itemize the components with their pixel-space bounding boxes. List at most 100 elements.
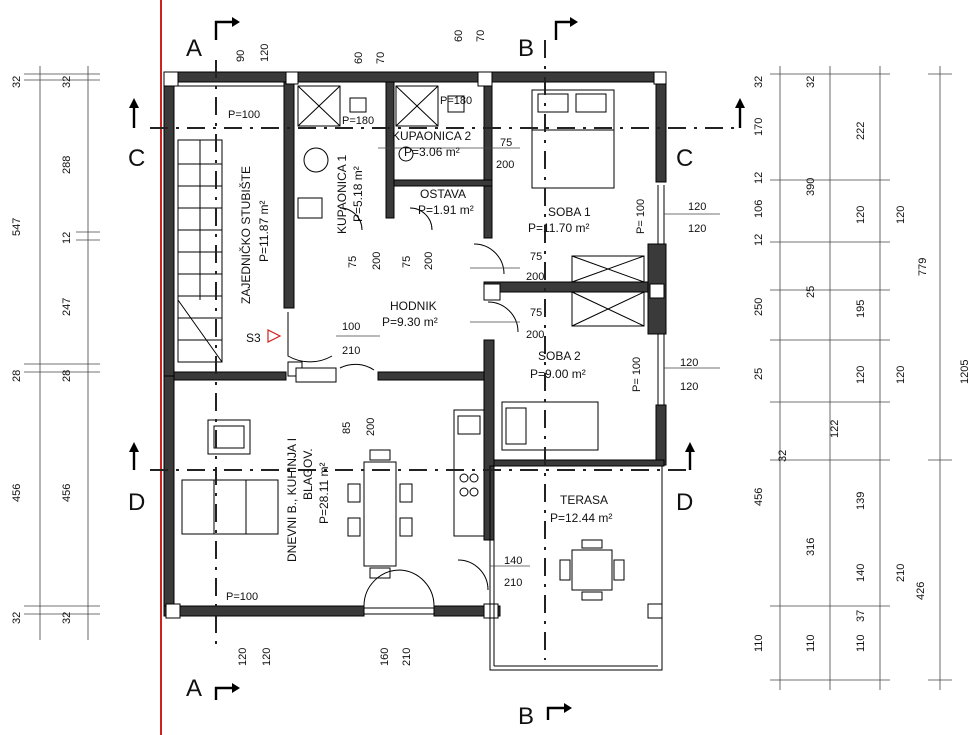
right-col1-dim-2: 170 [753,118,765,136]
terrace-table [559,539,625,601]
bath2-room-area: P=3.06 m² [404,145,460,159]
right-col3-dim-4: 120 [855,366,867,384]
section-d-left-label: D [128,489,145,516]
living-room-area: P=28.11 m² [317,463,331,524]
living-furniture [181,419,279,535]
bed1-win-120a: 120 [688,201,706,213]
bottom-open-210: 210 [401,648,413,666]
right-col1-dim-1: 32 [753,76,765,88]
living-door-200: 200 [365,418,377,436]
bed2-door-75: 75 [530,307,542,319]
left-outer-dim-5: 32 [11,612,23,624]
section-lines [150,40,736,660]
left-outer-dim-3: 28 [11,370,23,382]
staircase [177,139,223,363]
parapet-bottom-left: P=100 [226,591,258,603]
bath1-door-75: 75 [347,256,359,268]
parapet-bath1: P=180 [342,115,374,127]
stair-room-area: P=11.87 m² [257,201,271,262]
stair-door-100: 100 [342,321,360,333]
right-col3-dim-3: 195 [855,300,867,318]
living-door-85: 85 [341,422,353,434]
bath1-door-200: 200 [371,252,383,270]
bath1-room-name: KUPAONICA 1 [335,155,349,234]
section-a-bottom-label: A [186,675,202,702]
left-inner-dim-5: 28 [61,370,73,382]
open-top-60b: 60 [453,30,465,42]
bathroom-fixtures [297,85,465,219]
storage-room-name: OSTAVA [420,187,466,201]
hall-room-name: HODNIK [390,299,437,313]
open-top-90: 90 [235,50,247,62]
s3-triangle-icon [267,329,282,343]
bedroom2-bed [501,401,599,451]
stair-room-name: ZAJEDNIČKO STUBIŠTE [238,166,253,304]
stair-door-210: 210 [342,345,360,357]
section-a-top-label: A [186,35,202,62]
right-col3-dim-2: 120 [855,206,867,224]
right-col2-dim-1: 32 [805,76,817,88]
right-col1-dim-7: 25 [753,368,765,380]
open-top-120: 120 [259,44,271,62]
right-col4-dim-4: 426 [915,582,927,600]
right-col1-dim-10: 456 [753,488,765,506]
right-col3-dim-7: 37 [855,610,867,622]
windows [174,85,665,615]
hall-room-area: P=9.30 m² [382,315,438,329]
section-d-right-label: D [676,489,693,516]
right-col2-dim-2: 390 [805,178,817,196]
open-top-70a: 70 [375,52,387,64]
bed2-win-120b: 120 [680,381,698,393]
left-inner-dim-2: 288 [61,156,73,174]
bed1-win-120b: 120 [688,223,706,235]
living-room-name-line1: DNEVNI B., KUHINJA I [285,438,299,562]
parapet-bedroom2: P= 100 [631,357,643,392]
dining-table [347,449,413,579]
dimension-lines [24,66,952,690]
storage-room-area: P=1.91 m² [418,203,474,217]
left-outer-dim-2: 547 [11,218,23,236]
bedroom1-room-name: SOBA 1 [548,205,591,219]
terrace-outline [489,465,663,671]
section-b-bottom-label: B [518,703,534,730]
left-inner-dim-6: 456 [61,484,73,502]
bath2-door-75: 75 [500,137,512,149]
section-b-top-label: B [518,35,534,62]
right-col4-dim-1: 120 [895,206,907,224]
right-col4-dim-2: 120 [895,366,907,384]
parapet-top-left: P=100 [228,109,260,121]
door-swings [287,207,519,607]
parapet-bath2: P=180 [440,95,472,107]
terrace-room-area: P=12.44 m² [550,511,612,525]
bedroom2-room-name: SOBA 2 [538,349,581,363]
right-col2-dim-6: 110 [805,634,817,652]
left-inner-dim-4: 247 [61,298,73,316]
right-col5-dim-1: 779 [917,258,929,276]
right-col1-dim-11: 110 [753,634,765,652]
section-markers [129,17,745,720]
right-col1-dim-9: 32 [777,450,789,462]
storage-door-75: 75 [401,256,413,268]
bed1-door-75: 75 [530,251,542,263]
bottom-open-120a: 120 [237,648,249,666]
bath2-door-200: 200 [496,159,514,171]
left-outer-dim-4: 456 [11,484,23,502]
bedroom1-room-area: P=11.70 m² [528,221,589,235]
section-c-left-label: C [128,145,145,172]
storage-door-200: 200 [423,252,435,270]
right-col5-dim-2: 1205 [959,360,971,384]
left-inner-dim-1: 32 [61,76,73,88]
right-col3-dim-1: 222 [855,122,867,140]
living-room-name-line2: BLAGOV. [301,448,315,500]
bed1-door-200: 200 [526,271,544,283]
right-col1-dim-5: 12 [753,234,765,246]
right-col2-dim-3: 25 [805,286,817,298]
terrace-door-210: 210 [504,577,522,589]
right-col1-dim-4: 106 [753,200,765,218]
right-col3-dim-8: 110 [855,634,867,652]
bottom-open-160: 160 [379,648,391,666]
left-inner-dim-7: 32 [61,612,73,624]
left-inner-dim-3: 12 [61,232,73,244]
right-col2-dim-5: 316 [805,538,817,556]
